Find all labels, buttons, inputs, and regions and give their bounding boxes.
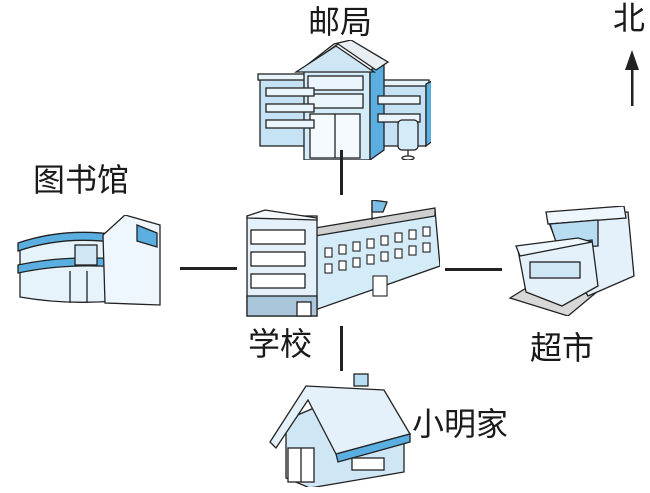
school-label: 学校	[248, 325, 313, 363]
home-label: 小明家	[412, 405, 509, 443]
library-label: 图书馆	[33, 161, 130, 199]
home-building	[264, 372, 414, 487]
library-building	[15, 215, 165, 307]
connector-north	[340, 150, 343, 195]
connector-east	[445, 268, 502, 271]
connector-south	[340, 326, 343, 371]
north-label: 北	[613, 0, 646, 37]
post-office-building	[256, 40, 431, 160]
supermarket-label: 超市	[530, 329, 595, 367]
school-building	[245, 200, 440, 322]
post-office-label: 邮局	[308, 3, 373, 41]
north-arrow-icon	[622, 50, 642, 106]
connector-west	[180, 267, 237, 270]
supermarket-building	[508, 206, 638, 316]
